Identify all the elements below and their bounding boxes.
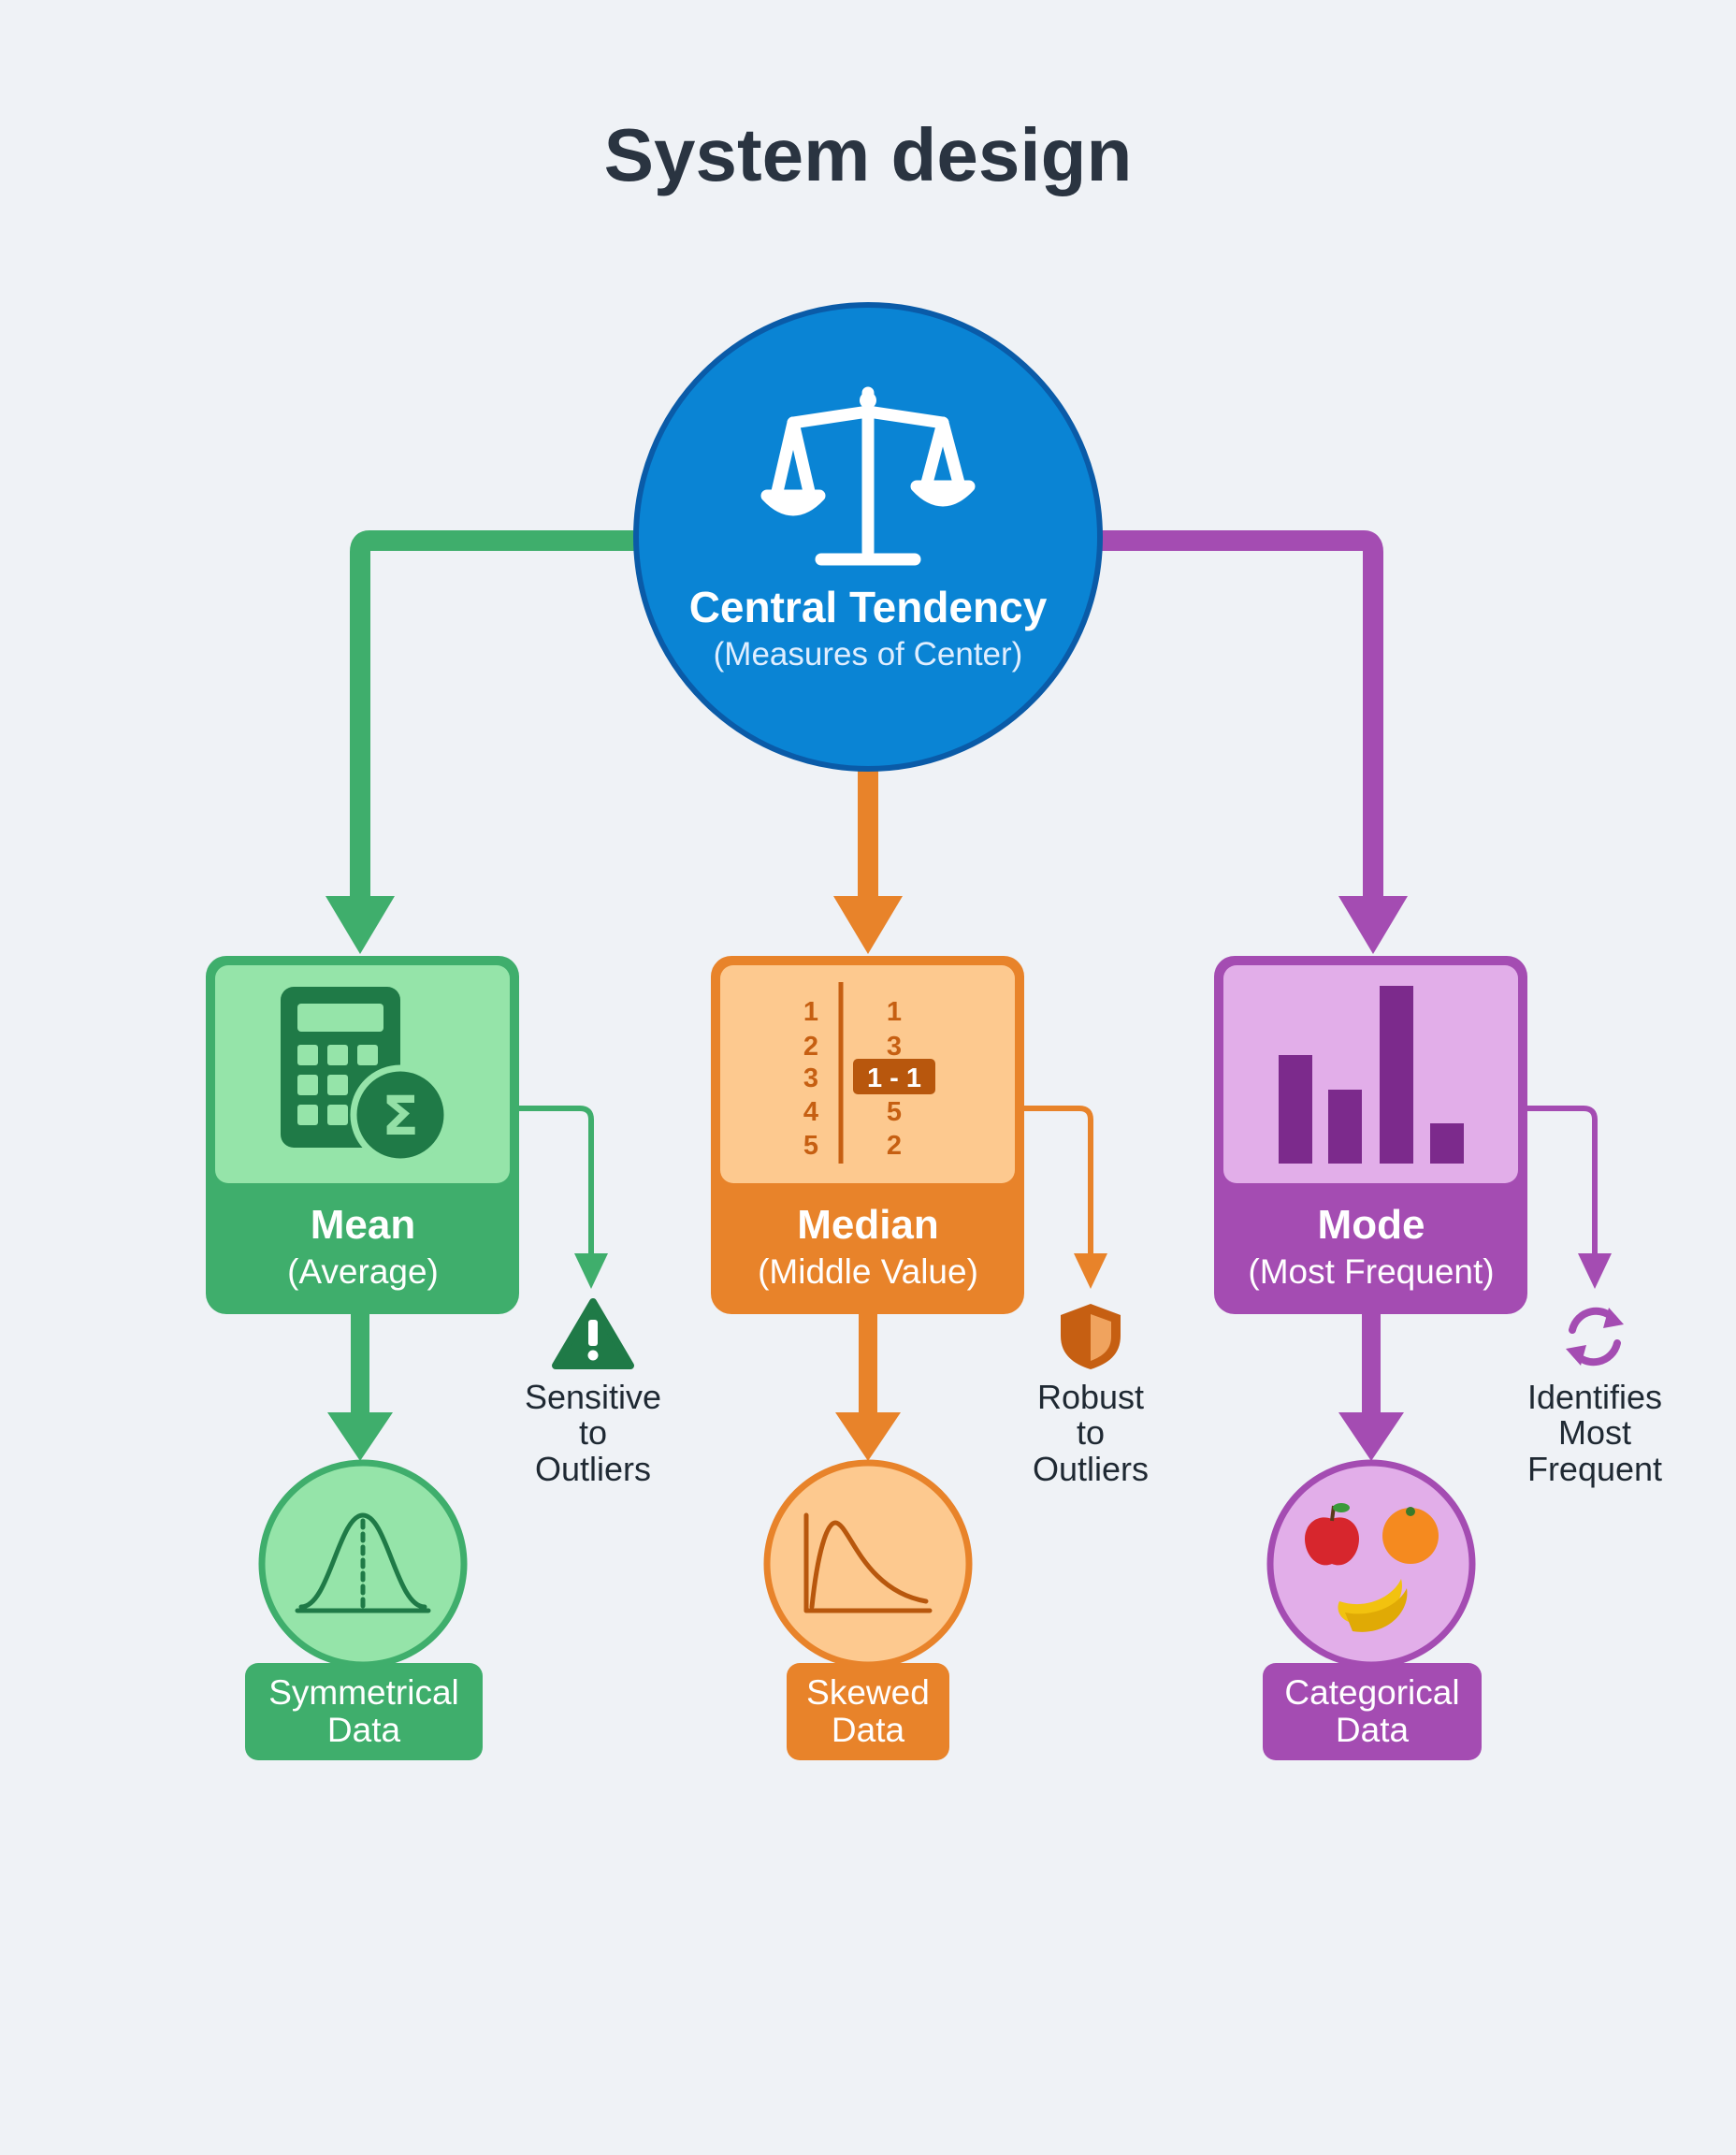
mean-note-connector bbox=[519, 1106, 594, 1258]
apple-icon bbox=[1305, 1503, 1359, 1566]
mode-data-label-line-2: Data bbox=[1336, 1711, 1410, 1749]
page-title: System design bbox=[604, 113, 1133, 196]
sigma-glyph: Σ bbox=[382, 1084, 419, 1148]
mean-data-label-line-2: Data bbox=[327, 1711, 401, 1749]
connector-to-mode bbox=[1096, 530, 1383, 905]
mode-card[interactable]: Mode (Most Frequent) bbox=[1214, 956, 1527, 1314]
skewed-curve-icon bbox=[803, 1512, 933, 1613]
number-right-4: 2 bbox=[887, 1131, 902, 1161]
orange-icon bbox=[1382, 1507, 1439, 1564]
mode-note-line-1: Identifies bbox=[1527, 1378, 1662, 1416]
number-right-0: 1 bbox=[887, 997, 902, 1027]
mean-note-line-2: to bbox=[579, 1413, 607, 1452]
number-right-3: 5 bbox=[887, 1097, 902, 1127]
median-note-connector bbox=[1024, 1106, 1093, 1258]
number-left-1: 2 bbox=[803, 1032, 818, 1062]
mode-note-line-3: Frequent bbox=[1527, 1450, 1662, 1488]
median-down-arrowhead bbox=[835, 1412, 901, 1461]
numbers-right-column: 1 31 - 1 5 2 bbox=[867, 997, 921, 1161]
hub-connectors bbox=[326, 530, 1408, 954]
warning-icon bbox=[552, 1298, 634, 1369]
mode-note-line-2: Most bbox=[1558, 1413, 1631, 1452]
fruits-icon bbox=[1305, 1503, 1439, 1632]
mean-data-label-line-1: Symmetrical bbox=[268, 1673, 459, 1712]
number-right-1: 3 bbox=[887, 1032, 902, 1062]
arrowhead-median bbox=[833, 896, 903, 954]
mean-note: Sensitive to Outliers bbox=[525, 1298, 661, 1488]
mode-note: Identifies Most Frequent bbox=[1527, 1307, 1662, 1488]
connector-to-mean bbox=[350, 530, 641, 905]
mode-data-label-line-1: Categorical bbox=[1284, 1673, 1459, 1712]
median-title: Median bbox=[797, 1202, 939, 1248]
mean-card[interactable]: Σ Mean (Average) bbox=[206, 956, 519, 1314]
median-note-line-2: to bbox=[1077, 1413, 1105, 1452]
median-note-line-3: Outliers bbox=[1033, 1450, 1149, 1488]
mode-title: Mode bbox=[1318, 1202, 1425, 1248]
banana-icon bbox=[1338, 1579, 1408, 1632]
number-left-0: 1 bbox=[803, 997, 818, 1027]
hub-title: Central Tendency bbox=[689, 583, 1048, 631]
mode-data-node[interactable]: Categorical Data bbox=[1263, 1459, 1482, 1760]
mean-branch bbox=[327, 1106, 608, 1461]
number-right-2: 1 - 1 bbox=[867, 1063, 921, 1093]
number-left-3: 4 bbox=[803, 1097, 818, 1127]
arrowhead-mode bbox=[1338, 896, 1408, 954]
hub-subtitle: (Measures of Center) bbox=[714, 636, 1023, 673]
number-left-4: 5 bbox=[803, 1131, 818, 1161]
number-left-2: 3 bbox=[803, 1063, 818, 1093]
balance-scale-icon bbox=[760, 386, 976, 566]
median-data-label-line-2: Data bbox=[832, 1711, 905, 1749]
mode-note-connector bbox=[1527, 1106, 1598, 1258]
median-data-label-line-1: Skewed bbox=[806, 1673, 930, 1712]
mode-down-arrowhead bbox=[1338, 1412, 1404, 1461]
mean-title: Mean bbox=[311, 1202, 415, 1248]
bell-curve-icon bbox=[295, 1512, 431, 1613]
bar-chart-icon bbox=[1279, 986, 1464, 1164]
mean-subtitle: (Average) bbox=[287, 1252, 439, 1291]
mode-branch bbox=[1338, 1106, 1612, 1461]
hub-node[interactable]: Central Tendency (Measures of Center) bbox=[633, 302, 1103, 772]
median-branch bbox=[835, 1106, 1107, 1461]
refresh-icon bbox=[1566, 1307, 1624, 1367]
median-subtitle: (Middle Value) bbox=[758, 1252, 978, 1291]
median-data-node[interactable]: Skewed Data bbox=[763, 1459, 973, 1760]
calculator-sigma-icon: Σ bbox=[281, 987, 451, 1165]
median-note: Robust to Outliers bbox=[1033, 1304, 1149, 1488]
mean-note-line-1: Sensitive bbox=[525, 1378, 661, 1416]
mean-note-line-3: Outliers bbox=[535, 1450, 651, 1488]
shield-icon bbox=[1061, 1304, 1121, 1369]
mean-down-arrowhead bbox=[327, 1412, 393, 1461]
arrowhead-mean bbox=[326, 896, 395, 954]
mean-data-node[interactable]: Symmetrical Data bbox=[245, 1459, 483, 1760]
mode-subtitle: (Most Frequent) bbox=[1248, 1252, 1494, 1291]
median-note-line-1: Robust bbox=[1037, 1378, 1144, 1416]
